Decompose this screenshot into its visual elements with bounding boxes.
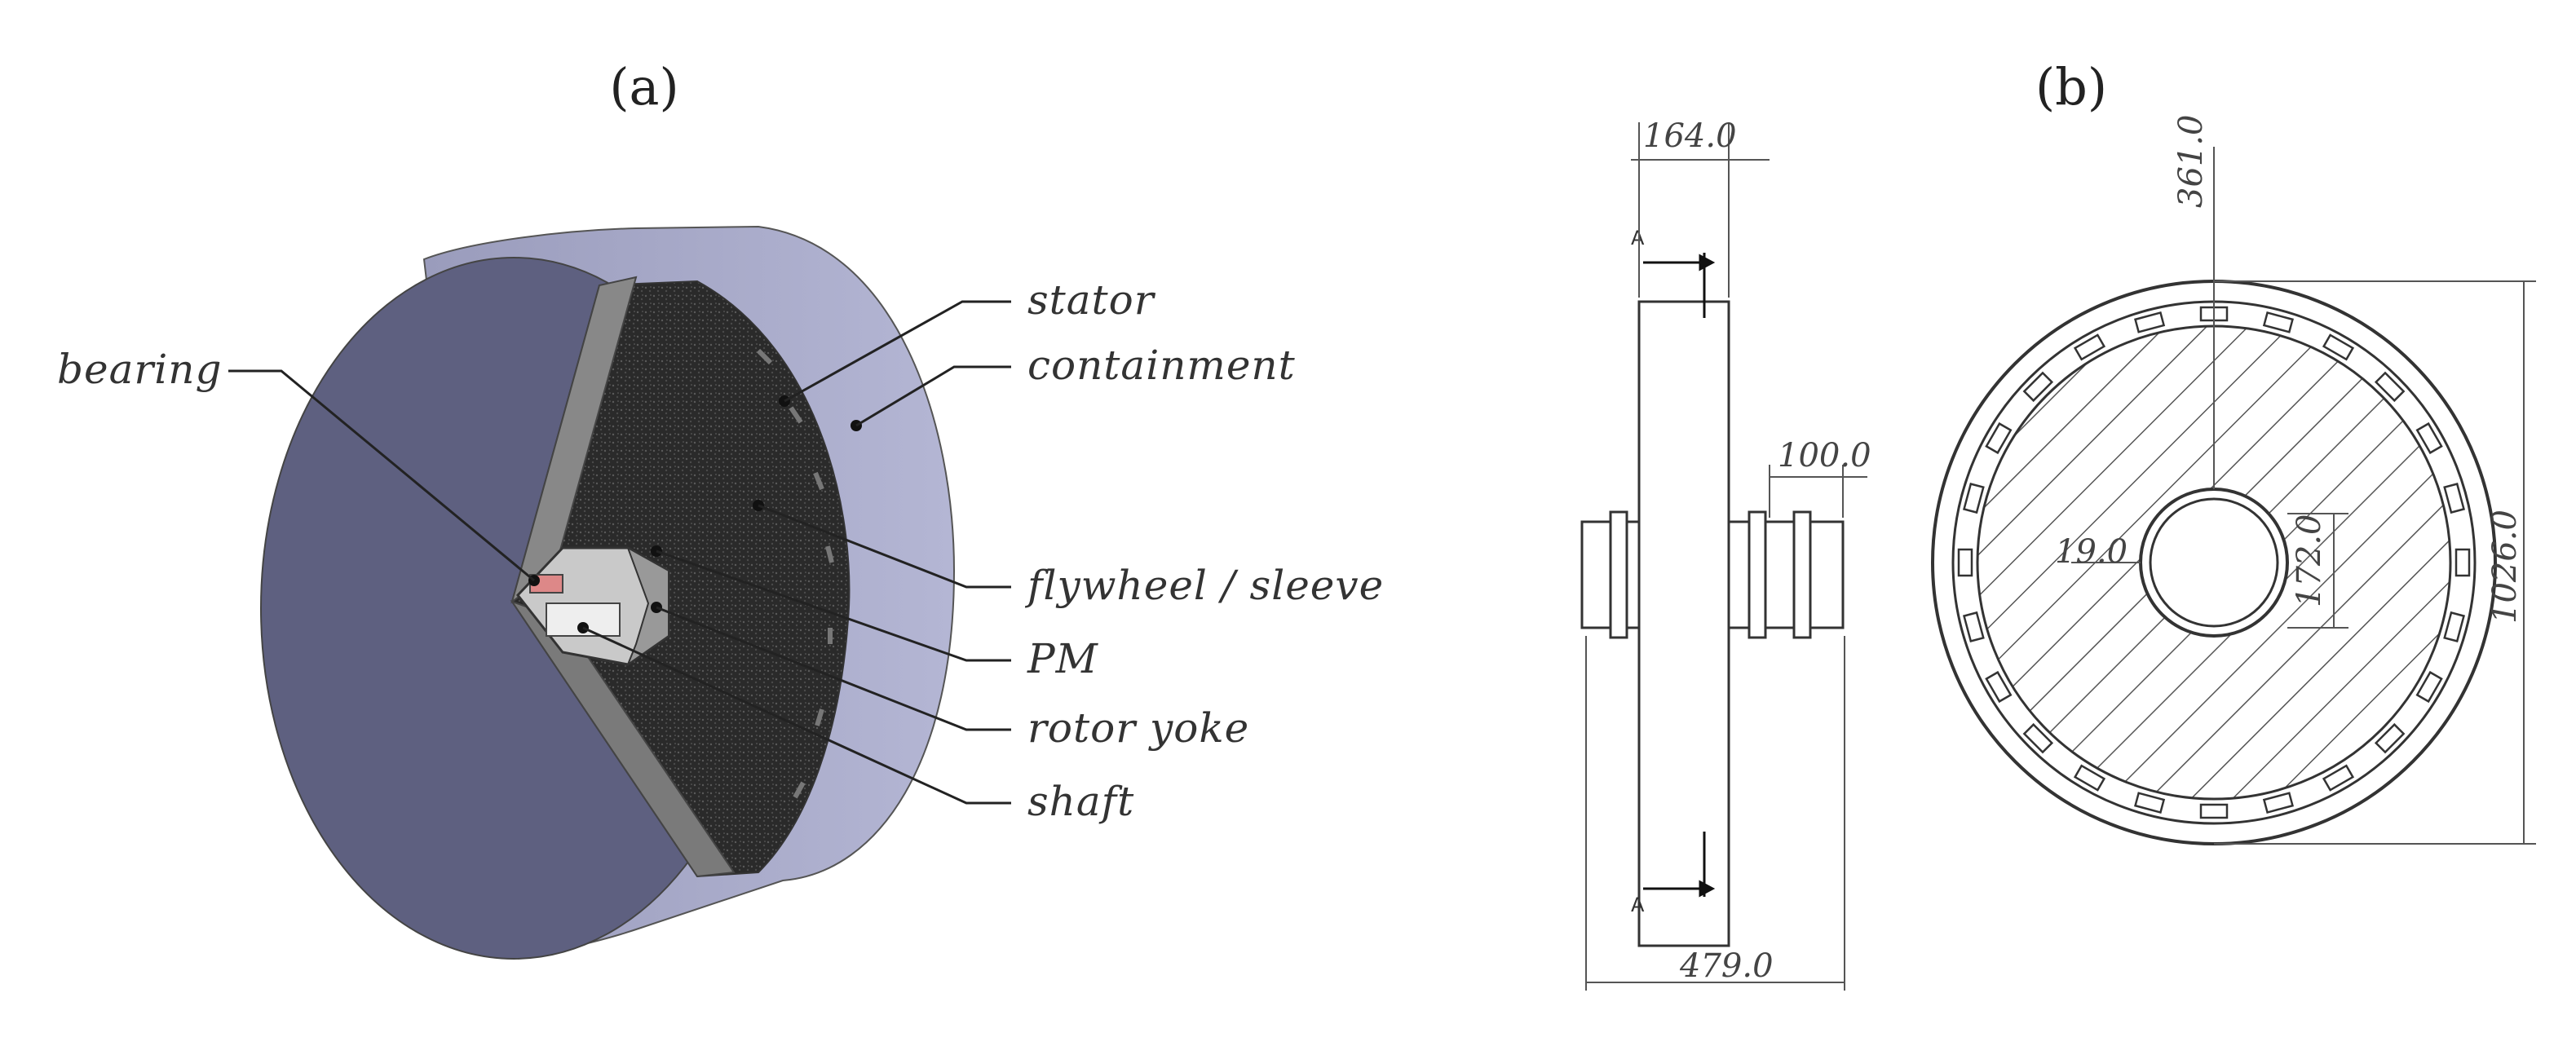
- stator-slot: [2443, 611, 2466, 642]
- stator-slot: [2262, 792, 2294, 814]
- stator-slot: [2199, 803, 2229, 819]
- dim-479: 479.0: [1679, 947, 1774, 985]
- side-shaft-right-collar1: [1748, 510, 1767, 639]
- panel-a-label: (a): [609, 57, 678, 117]
- side-dimensions: [1585, 122, 1867, 991]
- stator-slot: [2415, 421, 2443, 455]
- stator-slot: [2415, 670, 2443, 704]
- dim-172: 172.0: [2291, 514, 2328, 607]
- stator-slot: [2374, 371, 2406, 403]
- stator-slot: [2073, 333, 2106, 361]
- callout-bearing: bearing: [57, 346, 223, 393]
- side-shaft-left-collar: [1609, 510, 1628, 639]
- side-view: [1580, 300, 1845, 947]
- stator-slot: [2134, 792, 2166, 814]
- stator-slot: [1985, 670, 2013, 704]
- dim-1026: 1026.0: [2486, 510, 2524, 624]
- stator-slots: [756, 348, 834, 799]
- stator-slot: [2454, 548, 2471, 577]
- stator-slot: [2022, 722, 2054, 754]
- callout-flywheel-sleeve: flywheel / sleeve: [1024, 562, 1384, 609]
- pm-ring: [625, 545, 669, 667]
- section-view: [1931, 280, 2497, 845]
- dim-164: 164.0: [1643, 117, 1737, 155]
- stator-slot: [2134, 311, 2166, 333]
- stator-slot: [1957, 548, 1973, 577]
- stator-slot: [1985, 421, 2013, 455]
- section-dimensions: [2071, 147, 2536, 845]
- callout-pm: PM: [1027, 635, 1099, 682]
- callout-containment: containment: [1027, 342, 1296, 389]
- stator-slot: [2374, 722, 2406, 754]
- callout-stator: stator: [1027, 276, 1156, 324]
- dim-19: 19.0: [2055, 533, 2128, 571]
- section-marks: [1643, 253, 1716, 898]
- section-mark-bottom: A: [1631, 894, 1645, 916]
- stator-slot: [1962, 611, 1985, 642]
- side-shaft-right: [1727, 520, 1845, 629]
- stator-slot: [2443, 483, 2466, 514]
- stator-slot: [2073, 764, 2106, 792]
- side-shaft-right-collar2: [1792, 510, 1812, 639]
- stator-slot: [2022, 371, 2054, 403]
- callout-shaft: shaft: [1027, 778, 1134, 825]
- section-stator-slots: [1957, 306, 2471, 819]
- section-mark-top: A: [1631, 227, 1645, 249]
- leader-lines: [228, 300, 1011, 805]
- shaft-bore-inner: [2149, 497, 2279, 628]
- panel-b-label: (b): [2035, 57, 2107, 117]
- callout-rotor-yoke: rotor yoke: [1027, 704, 1249, 752]
- dim-361: 361.0: [2172, 114, 2210, 208]
- side-disc-body: [1637, 300, 1730, 947]
- stator-slot: [2262, 311, 2294, 333]
- dim-100: 100.0: [1778, 437, 1871, 474]
- stator-slot: [2322, 333, 2355, 361]
- stator-slot: [2322, 764, 2355, 792]
- panel-a: (a): [57, 57, 1384, 960]
- cutaway-flywheel: [510, 280, 851, 878]
- panel-b: (b) A A: [1580, 57, 2536, 991]
- stator-slot: [1962, 483, 1985, 514]
